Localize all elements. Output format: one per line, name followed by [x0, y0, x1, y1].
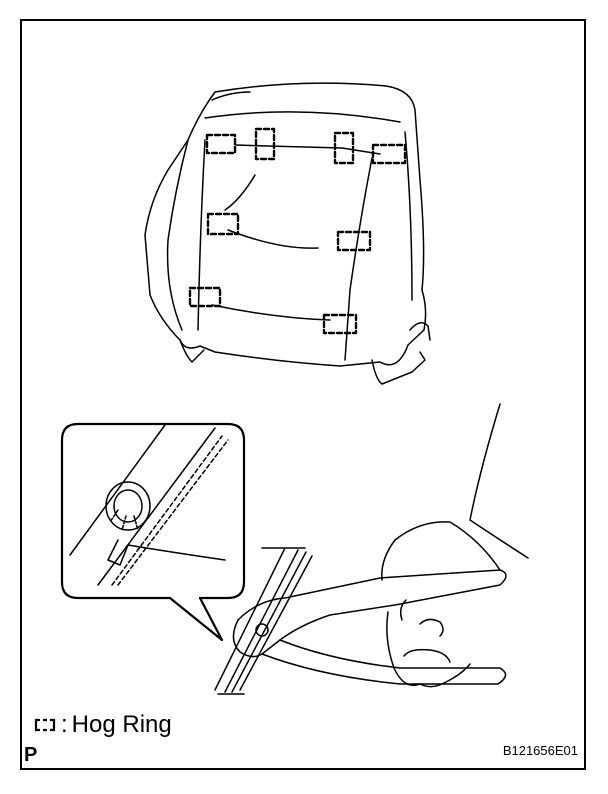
hog-ring-marker — [254, 127, 276, 161]
legend-label: Hog Ring — [71, 711, 172, 738]
legend: : Hog Ring — [33, 711, 172, 739]
hog-ring-marker — [336, 230, 372, 252]
hog-ring-marker — [371, 143, 407, 165]
page-letter: P — [24, 744, 38, 766]
figure-reference-code: B121656E01 — [502, 743, 578, 758]
hog-ring-marker — [333, 131, 355, 165]
hog-ring-marker — [322, 313, 358, 335]
hog-ring-bracket-icon — [34, 718, 56, 732]
pliers-with-hand — [214, 403, 529, 695]
figure-frame — [20, 19, 586, 770]
magnified-detail-callout — [60, 422, 246, 642]
hog-ring-marker — [206, 212, 240, 236]
hog-ring-markers — [188, 127, 407, 335]
seat-back-cushion — [144, 82, 431, 385]
hog-ring-marker — [205, 133, 237, 155]
hog-ring-marker — [188, 286, 222, 308]
legend-separator: : — [61, 711, 68, 738]
